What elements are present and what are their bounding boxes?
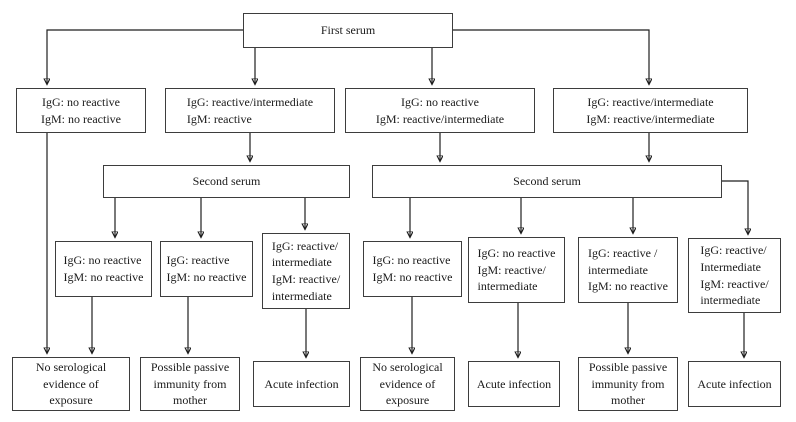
connector-ssright-to-rightbox4	[722, 180, 748, 234]
node-second-serum-right: Second serum	[372, 165, 722, 198]
node-second-serum-left: Second serum	[103, 165, 350, 198]
node-second-right-result-2: IgG: no reactive IgM: reactive/ intermed…	[468, 237, 565, 303]
node-second-left-result-2: IgG: reactive IgM: no reactive	[160, 241, 253, 297]
node-outcome-acute-infection-right: Acute infection	[688, 361, 781, 407]
node-first-igg-react-igm-react: IgG: reactive/intermediate IgM: reactive	[165, 88, 335, 133]
node-label: Second serum	[192, 174, 261, 189]
node-label: Acute infection	[697, 376, 772, 391]
node-second-right-result-3: IgG: reactive / intermediate IgM: no rea…	[578, 237, 678, 303]
node-label: IgG: no reactive IgM: reactive/intermedi…	[375, 94, 505, 126]
node-outcome-no-evidence-left: No serological evidence of exposure	[12, 357, 130, 411]
node-outcome-acute-infection-middle: Acute infection	[468, 361, 560, 407]
node-label: IgG: no reactive IgM: reactive/ intermed…	[477, 246, 556, 294]
node-second-right-result-1: IgG: no reactive IgM: no reactive	[363, 241, 462, 297]
node-outcome-passive-immunity-left: Possible passive immunity from mother	[140, 357, 240, 411]
node-label: Possible passive immunity from mother	[150, 360, 230, 408]
node-first-igg-neg-igm-react: IgG: no reactive IgM: reactive/intermedi…	[345, 88, 535, 133]
node-label: IgG: no reactive IgM: no reactive	[41, 94, 121, 126]
node-first-igg-react-igm-react-int: IgG: reactive/intermediate IgM: reactive…	[553, 88, 748, 133]
node-second-right-result-4: IgG: reactive/ Intermediate IgM: reactiv…	[688, 238, 781, 313]
node-label: Second serum	[513, 174, 581, 189]
node-label: IgG: no reactive IgM: no reactive	[372, 253, 453, 284]
node-label: IgG: reactive/intermediate IgM: reactive…	[586, 94, 715, 126]
node-label: No serological evidence of exposure	[35, 360, 107, 408]
node-label: Acute infection	[476, 376, 552, 391]
node-label: IgG: reactive/ Intermediate IgM: reactiv…	[700, 243, 769, 308]
node-first-igg-neg-igm-neg: IgG: no reactive IgM: no reactive	[16, 88, 146, 133]
node-first-serum-label: First serum	[320, 23, 376, 38]
connector-firstserum-to-box4	[453, 29, 649, 84]
node-second-left-result-1: IgG: no reactive IgM: no reactive	[55, 241, 152, 297]
node-outcome-acute-infection-left: Acute infection	[253, 361, 350, 407]
node-label: Acute infection	[264, 376, 339, 391]
node-outcome-no-evidence-right: No serological evidence of exposure	[360, 357, 455, 411]
node-label: IgG: reactive/intermediate IgM: reactive	[186, 94, 314, 126]
node-label: IgG: reactive IgM: no reactive	[166, 253, 247, 284]
node-label: No serological evidence of exposure	[372, 360, 443, 408]
node-second-left-result-3: IgG: reactive/ intermediate IgM: reactiv…	[262, 233, 350, 309]
node-label: IgG: reactive/ intermediate IgM: reactiv…	[271, 238, 341, 303]
connector-firstserum-to-box1	[47, 29, 243, 84]
node-outcome-passive-immunity-right: Possible passive immunity from mother	[578, 357, 678, 411]
node-label: IgG: no reactive IgM: no reactive	[63, 253, 144, 284]
node-label: Possible passive immunity from mother	[588, 360, 668, 408]
node-first-serum: First serum	[243, 13, 453, 48]
node-label: IgG: reactive / intermediate IgM: no rea…	[588, 246, 668, 294]
